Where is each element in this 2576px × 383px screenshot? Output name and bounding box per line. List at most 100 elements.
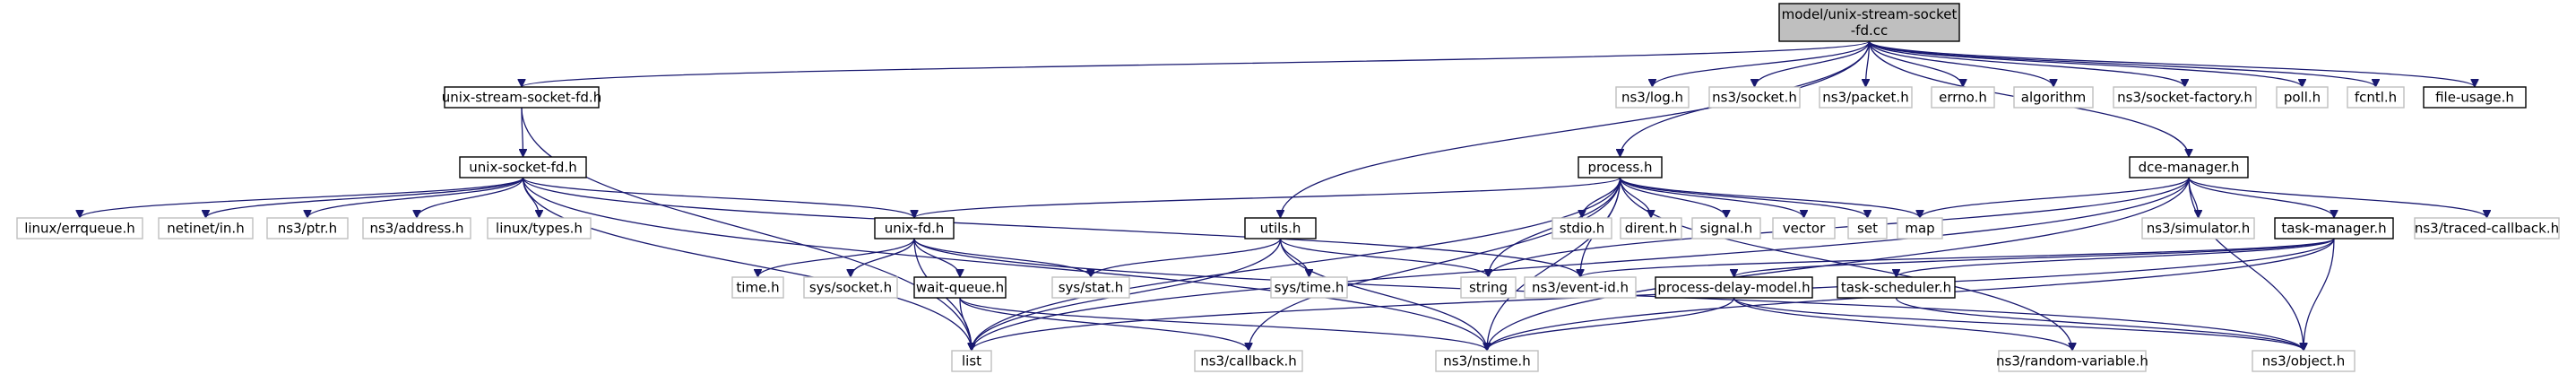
edge-usockfd-h-to-unixfd-h (522, 177, 915, 219)
node-box (1615, 86, 1690, 109)
node-box (2252, 350, 2356, 372)
node-label: netinet/in.h (167, 221, 244, 237)
node-box (1897, 217, 1943, 239)
node-dce-manager-h[interactable]: dce-manager.h (2129, 156, 2249, 178)
node-unix-socket-fd-h[interactable]: unix-socket-fd.h (459, 156, 587, 178)
node-sys-socket-h: sys/socket.h (803, 276, 898, 299)
node-box (803, 276, 898, 299)
node-box (1691, 217, 1761, 239)
node-utils-h[interactable]: utils.h (1244, 217, 1317, 239)
node-label: ns3/object.h (2262, 353, 2345, 370)
node-ns3-socket-h: ns3/socket.h (1708, 86, 1801, 109)
edge-usockfd-h-to-netinet-in (206, 177, 524, 219)
edge-waitq-h-to-ns3-callback (959, 297, 1249, 352)
edge-root-to-algorithm (1868, 40, 2054, 88)
edge-root-to-fileusage (1868, 40, 2476, 88)
node-box (1194, 350, 1303, 372)
edge-pdm-h-to-ns3-object (1733, 297, 2304, 352)
node-box (266, 217, 349, 239)
node-task-manager-h[interactable]: task-manager.h (2274, 217, 2394, 239)
edge-process-h-to-unixfd-h (914, 177, 1621, 219)
edge-taskmgr-h-to-tsched-h (1897, 238, 2335, 278)
edge-root-to-fcntl (1868, 40, 2376, 88)
node-box (2113, 86, 2257, 109)
edge-process-h-to-stdio (1582, 177, 1621, 219)
edge-usockfd-h-to-ns3-ptr (307, 177, 524, 219)
node-wait-queue-h[interactable]: wait-queue.h (913, 276, 1007, 299)
node-label: ns3/socket.h (1712, 90, 1797, 106)
node-label: unix-stream-socket-fd.h (442, 90, 601, 106)
node-label: linux/errqueue.h (24, 221, 135, 237)
node-ns3-address-h: ns3/address.h (362, 217, 471, 239)
node-dirent-h: dirent.h (1620, 217, 1682, 239)
node-errno-h: errno.h (1931, 86, 1995, 109)
edge-utils-h-to-sysstat (1091, 238, 1282, 278)
node-label: string (1469, 280, 1508, 296)
node-label: process.h (1588, 160, 1653, 176)
node-model-unix-stream-socket-fd-cc[interactable]: model/unix-stream-socket-fd.cc (1778, 3, 1960, 42)
node-vector: vector (1772, 217, 1836, 239)
edge-process-h-to-map (1619, 177, 1921, 219)
node-fcntl-h: fcntl.h (2347, 86, 2405, 109)
node-label: wait-queue.h (916, 280, 1004, 296)
edge-process-h-to-vector (1619, 177, 1804, 219)
edge-root-to-ns3-sockfac (1868, 40, 2185, 88)
edge-usfd-h-to-list (521, 107, 972, 351)
edge-layer (80, 40, 2487, 352)
node-unix-stream-socket-fd-h[interactable]: unix-stream-socket-fd.h (442, 86, 601, 109)
edge-usockfd-h-to-errqueue (80, 177, 524, 219)
node-box (158, 217, 254, 239)
node-algorithm: algorithm (2013, 86, 2094, 109)
node-label: sys/stat.h (1059, 280, 1124, 296)
node-label: utils.h (1260, 221, 1301, 237)
edge-unixfd-h-to-sysstat (913, 238, 1091, 278)
node-ns3-traced-callback-h: ns3/traced-callback.h (2414, 217, 2560, 239)
node-box (1837, 276, 1956, 299)
node-box (1847, 217, 1888, 239)
node-box (2013, 86, 2094, 109)
node-set: set (1847, 217, 1888, 239)
node-box (913, 276, 1007, 299)
node-box (1708, 86, 1801, 109)
node-box (16, 217, 143, 239)
edge-dcemgr-h-to-ns3-tcb (2188, 177, 2487, 219)
node-netinet-in-h: netinet/in.h (158, 217, 254, 239)
node-process-h[interactable]: process.h (1578, 156, 1663, 178)
node-unix-fd-h[interactable]: unix-fd.h (874, 217, 955, 239)
edge-utils-h-to-string (1279, 238, 1489, 278)
edge-dcemgr-h-to-list (972, 177, 2190, 351)
edge-unixfd-h-to-time-h (758, 238, 915, 278)
node-map: map (1897, 217, 1943, 239)
node-box (1435, 350, 1539, 372)
node-list: list (951, 350, 992, 372)
node-string: string (1460, 276, 1517, 299)
node-signal-h: signal.h (1691, 217, 1761, 239)
node-stdio-h: stdio.h (1552, 217, 1612, 239)
node-box (1552, 217, 1612, 239)
node-layer: model/unix-stream-socket-fd.cc unix-strea… (16, 3, 2560, 372)
node-box (731, 276, 784, 299)
node-box (874, 217, 955, 239)
node-box (1270, 276, 1348, 299)
node-label: vector (1783, 221, 1826, 237)
node-task-scheduler-h[interactable]: task-scheduler.h (1837, 276, 1956, 299)
edge-waitq-h-to-ns3-nstime (959, 297, 1487, 352)
node-ns3-log-h: ns3/log.h (1615, 86, 1690, 109)
node-label: unix-socket-fd.h (469, 160, 576, 176)
edge-taskmgr-h-to-ns3-eventid (1580, 238, 2335, 278)
edge-root-to-ns3-socket (1755, 40, 1871, 88)
node-file-usage-h[interactable]: file-usage.h (2423, 86, 2527, 109)
node-label: task-manager.h (2281, 221, 2386, 237)
node-box (2423, 86, 2527, 109)
node-label: linux/types.h (496, 221, 583, 237)
node-box (2274, 217, 2394, 239)
node-box (1931, 86, 1995, 109)
node-box (2141, 217, 2255, 239)
node-box (487, 217, 592, 239)
node-sys-stat-h: sys/stat.h (1051, 276, 1130, 299)
node-process-delay-model-h[interactable]: process-delay-model.h (1655, 276, 1813, 299)
node-box (1655, 276, 1813, 299)
edge-tsched-h-to-ns3-object (1895, 297, 2304, 352)
node-box (459, 156, 587, 178)
